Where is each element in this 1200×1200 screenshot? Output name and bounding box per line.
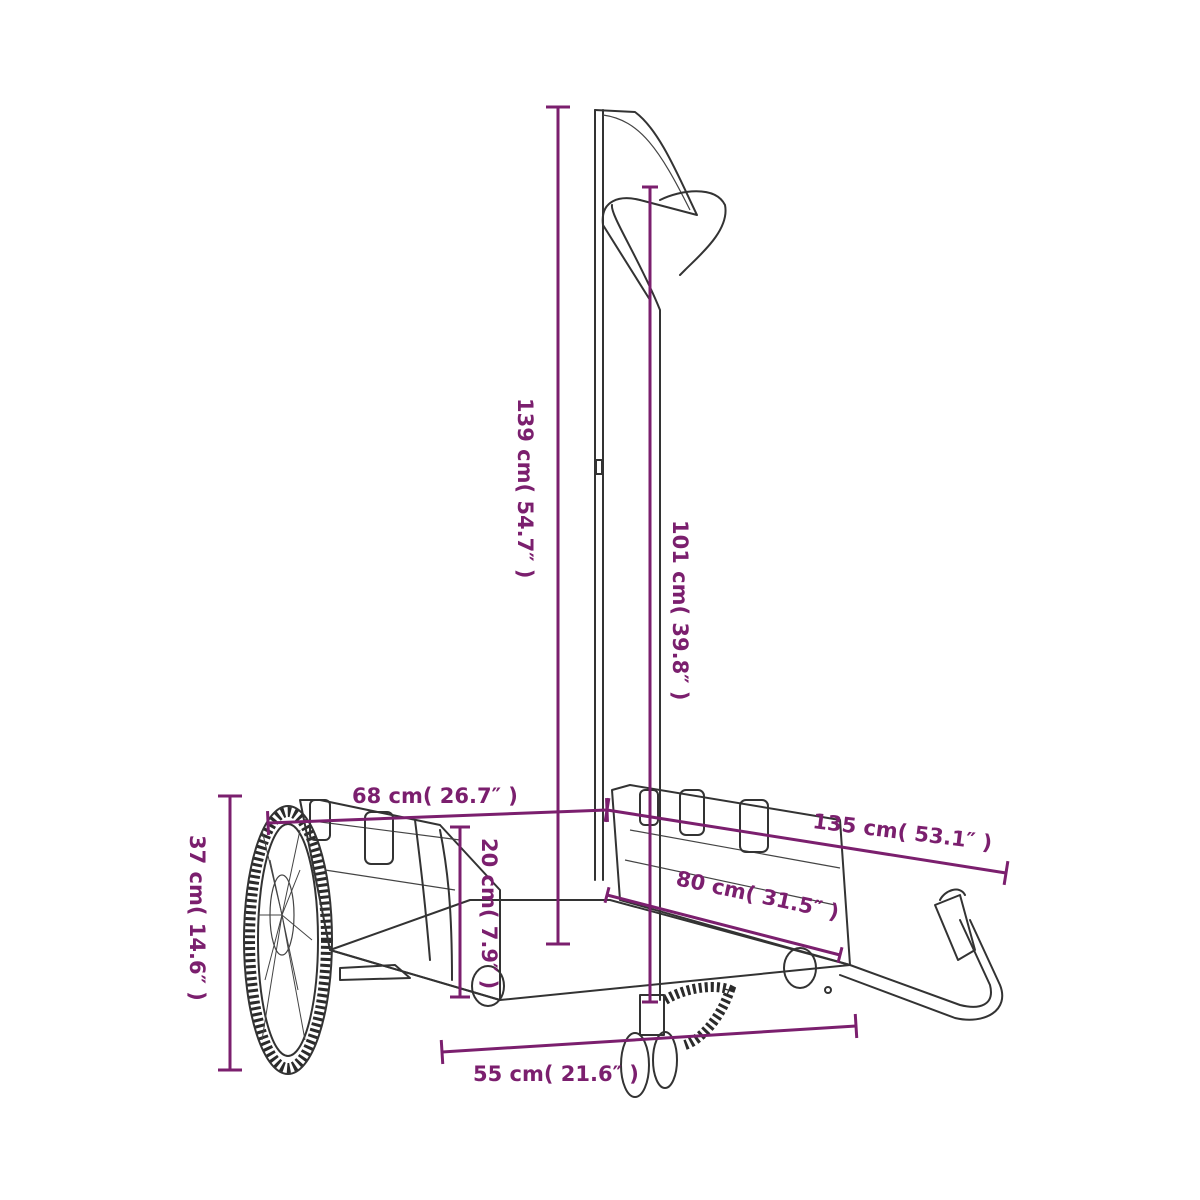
bed-length-label: 80 cm( 31.5″ ) — [674, 866, 841, 924]
width-label: 68 cm( 26.7″ ) — [352, 784, 518, 808]
bed-width-label: 55 cm( 21.6″ ) — [473, 1062, 639, 1086]
bed-depth-label: 20 cm( 7.9″ ) — [477, 838, 501, 989]
tow-bar — [824, 888, 1004, 1021]
large-wheel — [243, 805, 333, 1075]
total-height-label: 139 cm( 54.7″ ) — [513, 398, 537, 579]
wheel-height-label: 37 cm( 14.6″ ) — [185, 835, 209, 1001]
total-length-dimension — [603, 797, 1010, 886]
handle-height-label: 101 cm( 39.8″ ) — [668, 520, 692, 701]
total-height-dimension — [546, 105, 570, 946]
trailer-drawing — [243, 109, 1004, 1098]
dimension-lines — [218, 105, 1010, 1072]
bed-length-dimension — [603, 886, 844, 964]
handle-height-dimension — [642, 185, 658, 1004]
bed-depth-dimension — [450, 825, 470, 999]
right-wheel — [662, 982, 737, 1050]
bed-width-dimension — [439, 1013, 859, 1065]
push-handle — [594, 109, 727, 1098]
wheel-height-dimension — [218, 794, 242, 1072]
